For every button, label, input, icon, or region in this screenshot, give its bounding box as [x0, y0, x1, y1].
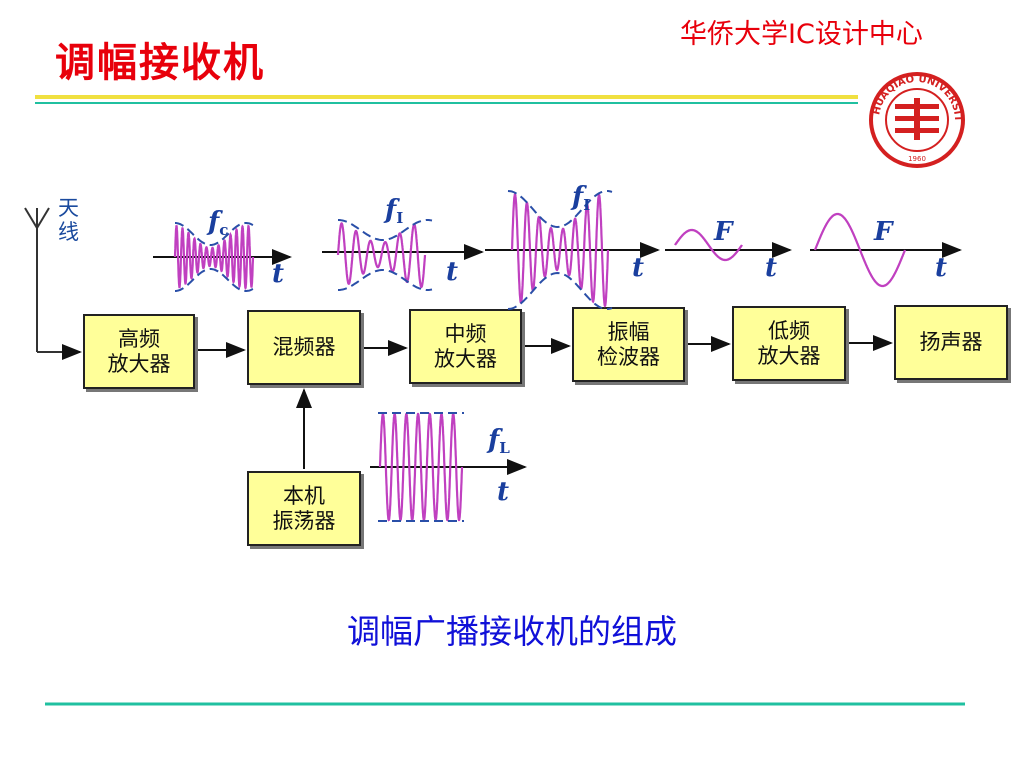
- antenna-icon: [24, 207, 82, 360]
- logo-year: 1960: [908, 155, 926, 163]
- antenna-label: 天线: [58, 196, 79, 244]
- lf-amp-label-1: 低频: [768, 318, 810, 343]
- fi1-label: fI: [383, 195, 403, 227]
- fc-label: fc: [206, 207, 228, 239]
- lf-amplifier-block: 低频 放大器: [732, 306, 846, 381]
- fi2-label: fI: [570, 182, 590, 214]
- if1-envelope-lower: [338, 269, 433, 291]
- lo-wave: [378, 412, 464, 522]
- if1-envelope-upper: [338, 219, 433, 241]
- if2-envelope-upper: [507, 190, 613, 229]
- F2-label: F: [873, 217, 894, 247]
- mixer-label: 混频器: [272, 335, 336, 359]
- waveform-group: fc t fI t fI t Ft Ft fL t: [153, 182, 962, 522]
- rf-t-label: t: [272, 259, 284, 289]
- rf-amp-label-1: 高频: [118, 326, 160, 351]
- af2-t-label: t: [935, 253, 947, 283]
- rf-amp-label-2: 放大器: [107, 351, 171, 376]
- rf-envelope-lower: [175, 268, 254, 292]
- if-amplifier-block: 中频 放大器: [409, 309, 522, 384]
- org-name: 华侨大学IC设计中心: [680, 19, 923, 50]
- detector-label-1: 振幅: [607, 319, 650, 344]
- speaker-label: 扬声器: [919, 330, 983, 354]
- F1-label: F: [713, 217, 734, 247]
- if1-t-label: t: [446, 257, 458, 287]
- local-osc-label-2: 振荡器: [272, 508, 336, 533]
- page-title: 调幅接收机: [55, 39, 265, 86]
- signal-arrows: [198, 335, 893, 469]
- mixer-block: 混频器: [247, 310, 361, 385]
- if2-t-label: t: [632, 253, 644, 283]
- lo-t-label: t: [497, 477, 509, 507]
- local-osc-label-1: 本机: [283, 483, 325, 508]
- if-amp-label-1: 中频: [444, 321, 487, 346]
- if-amplified-wave: [510, 192, 610, 308]
- detector-block: 振幅 检波器: [572, 307, 685, 382]
- diagram-caption: 调幅广播接收机的组成: [347, 612, 677, 651]
- af1-t-label: t: [765, 253, 777, 283]
- af-wave-small: [674, 228, 743, 262]
- af-wave-large: [813, 212, 907, 288]
- if2-envelope-lower: [507, 271, 613, 310]
- if-am-wave: [336, 222, 427, 289]
- detector-label-2: 检波器: [597, 344, 660, 369]
- university-logo: HUAQIAO UNIVERSITY 1960: [860, 70, 965, 168]
- if-amp-label-2: 放大器: [434, 346, 497, 371]
- rf-envelope-upper: [175, 222, 254, 246]
- speaker-block: 扬声器: [894, 305, 1008, 380]
- lf-amp-label-2: 放大器: [757, 343, 821, 368]
- local-oscillator-block: 本机 振荡器: [247, 471, 361, 546]
- fl-label: fL: [486, 425, 510, 457]
- rf-amplifier-block: 高频 放大器: [83, 314, 195, 389]
- rf-am-wave: [173, 224, 255, 290]
